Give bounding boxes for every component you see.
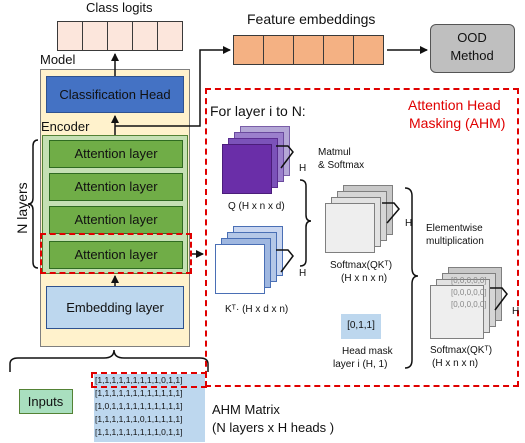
attention-layer-label: Attention layer	[74, 179, 158, 194]
ahm-loop-label: For layer i to N:	[210, 103, 306, 119]
head-mask-box: [0,1,1]	[341, 314, 381, 339]
ahm-matrix-row: [1,1,1,1,1,1,1,1,1,0,1,1]	[95, 375, 183, 385]
ahm-matrix-label-2: (N layers x H heads )	[212, 420, 335, 435]
attention-layer-label: Attention layer	[74, 146, 158, 161]
class-logits-vector	[57, 21, 183, 51]
matmul-label-2: & Softmax	[318, 160, 365, 171]
elementwise-brace	[404, 187, 419, 369]
head-mask-label-1: Head mask	[342, 346, 393, 357]
classification-head-label: Classification Head	[59, 87, 171, 102]
k-stack	[215, 226, 295, 296]
result-label-2: (H x n x n)	[432, 358, 479, 369]
arrow-to-features	[115, 46, 231, 127]
h-marker	[382, 202, 400, 224]
inputs-brace	[9, 349, 209, 372]
head-mask-value: [0,1,1]	[347, 320, 375, 331]
h-label: H	[405, 218, 413, 229]
ahm-matrix-row: [1,1,1,1,1,1,0,1,1,1,1,1]	[95, 414, 183, 424]
result-stack	[430, 267, 515, 342]
embedding-layer: Embedding layer	[46, 286, 184, 329]
attention-layer-2: Attention layer	[49, 173, 183, 201]
ood-method-box: OOD Method	[430, 24, 515, 73]
elementwise-label-1: Elementwise	[426, 223, 483, 234]
h-marker	[276, 249, 294, 273]
feature-embeddings-label: Feature embeddings	[247, 11, 376, 27]
ahm-matrix-row: [1,1,1,1,1,1,1,1,1,1,1,1]	[95, 388, 183, 398]
h-label: H	[299, 268, 307, 279]
ahm-title-2: Masking (AHM)	[409, 115, 506, 131]
head-mask-label-2: layer i (H, 1)	[333, 359, 388, 370]
softmax-stack	[325, 185, 405, 255]
selected-layer-highlight	[40, 233, 192, 274]
attention-layer-1: Attention layer	[49, 140, 183, 168]
classification-head: Classification Head	[46, 76, 184, 113]
ahm-matrix-row: [1,1,1,1,1,1,1,1,1,0,1,1]	[95, 427, 183, 437]
k-label: Kᵀ· (H x d x n)	[225, 304, 289, 315]
ood-method-label-2: Method	[450, 48, 494, 63]
q-label: Q (H x n x d)	[228, 201, 285, 212]
result-label-1: Softmax(QKᵀ)	[430, 345, 493, 356]
h-marker	[276, 145, 294, 169]
attention-layer-4: Attention layer	[49, 241, 183, 269]
h-label: H	[512, 306, 520, 317]
elementwise-label-2: multiplication	[426, 236, 484, 247]
h-marker	[490, 287, 508, 311]
softmax-label-2: (H x n x n)	[341, 273, 388, 284]
attention-layer-label: Attention layer	[74, 247, 158, 262]
feature-embeddings-vector	[233, 35, 385, 65]
result-row: [0,0,0,0,0]	[451, 276, 487, 285]
embedding-layer-label: Embedding layer	[66, 300, 164, 315]
q-stack	[222, 126, 292, 196]
softmax-label-1: Softmax(QKᵀ)	[330, 260, 393, 271]
matmul-label-1: Matmul	[318, 147, 351, 158]
result-row: [0,0,0,0,0]	[451, 288, 487, 297]
attention-layer-label: Attention layer	[74, 212, 158, 227]
ood-method-label-1: OOD	[457, 30, 487, 45]
model-label: Model	[40, 52, 76, 67]
ahm-panel	[205, 88, 519, 387]
ahm-title-1: Attention Head	[408, 97, 501, 113]
h-label: H	[299, 163, 307, 174]
inputs-label: Inputs	[27, 394, 64, 409]
ahm-matrix	[94, 374, 205, 442]
ahm-matrix-row: [1,0,1,1,1,1,1,1,1,1,1,1]	[95, 401, 183, 411]
matmul-brace	[299, 179, 312, 267]
ahm-matrix-label-1: AHM Matrix	[212, 402, 280, 417]
class-logits-label: Class logits	[86, 0, 153, 15]
encoder-label: Encoder	[41, 119, 90, 134]
result-row: [0,0,0,0,0]	[451, 300, 487, 309]
inputs-box: Inputs	[19, 389, 73, 414]
n-layers-brace	[27, 139, 39, 269]
